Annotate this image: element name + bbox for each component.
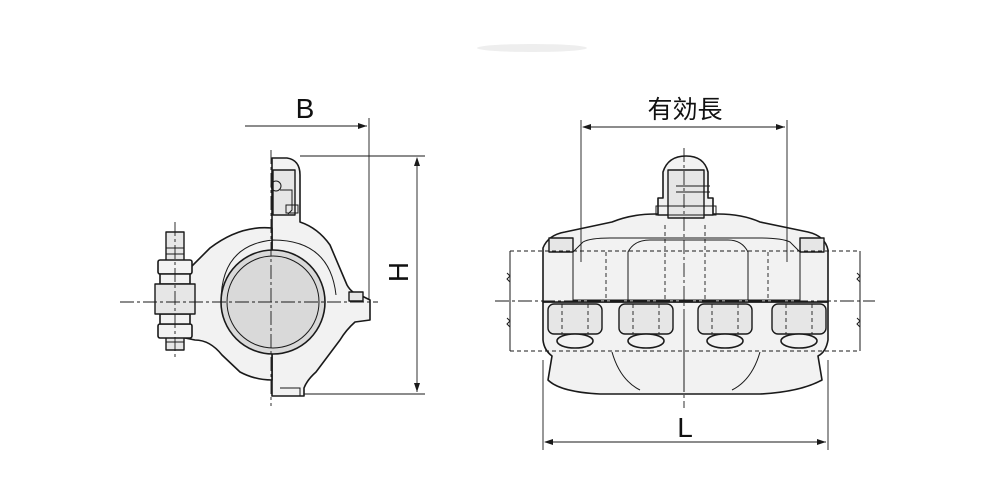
front-view-inner-housing bbox=[572, 237, 801, 301]
front-view-lower-body bbox=[542, 301, 829, 395]
pipe-break-right-bottom bbox=[856, 317, 861, 328]
front-view-left-flange bbox=[548, 237, 574, 253]
pipe-break-right-top bbox=[856, 272, 861, 283]
side-view-inner-rim bbox=[220, 239, 337, 303]
front-view-center-block bbox=[627, 239, 749, 301]
side-view-top-hook bbox=[280, 189, 293, 215]
front-view-boss-collar bbox=[655, 205, 717, 216]
front-view-upper-cover bbox=[542, 213, 829, 303]
dim-l-label: L bbox=[677, 412, 693, 443]
side-view-boss-step bbox=[285, 204, 299, 214]
dim-effective-label: 有効長 bbox=[647, 95, 722, 124]
front-view-boss-cap bbox=[667, 169, 705, 219]
side-view-pipe-bore-inner bbox=[226, 255, 320, 349]
side-view-lug bbox=[348, 291, 364, 302]
front-view-bolt-lugs bbox=[547, 303, 827, 349]
pipe-break-left-top bbox=[506, 272, 511, 283]
pipe-break-left-bottom bbox=[506, 317, 511, 328]
dim-h-label: H bbox=[383, 262, 414, 282]
dim-b-label: B bbox=[296, 93, 315, 124]
side-view: B H bbox=[120, 93, 425, 406]
front-view: 有効長 L bbox=[495, 95, 875, 450]
side-view-foot bbox=[280, 387, 301, 396]
front-view-right-flange bbox=[799, 237, 825, 253]
top-smudge bbox=[477, 44, 587, 52]
